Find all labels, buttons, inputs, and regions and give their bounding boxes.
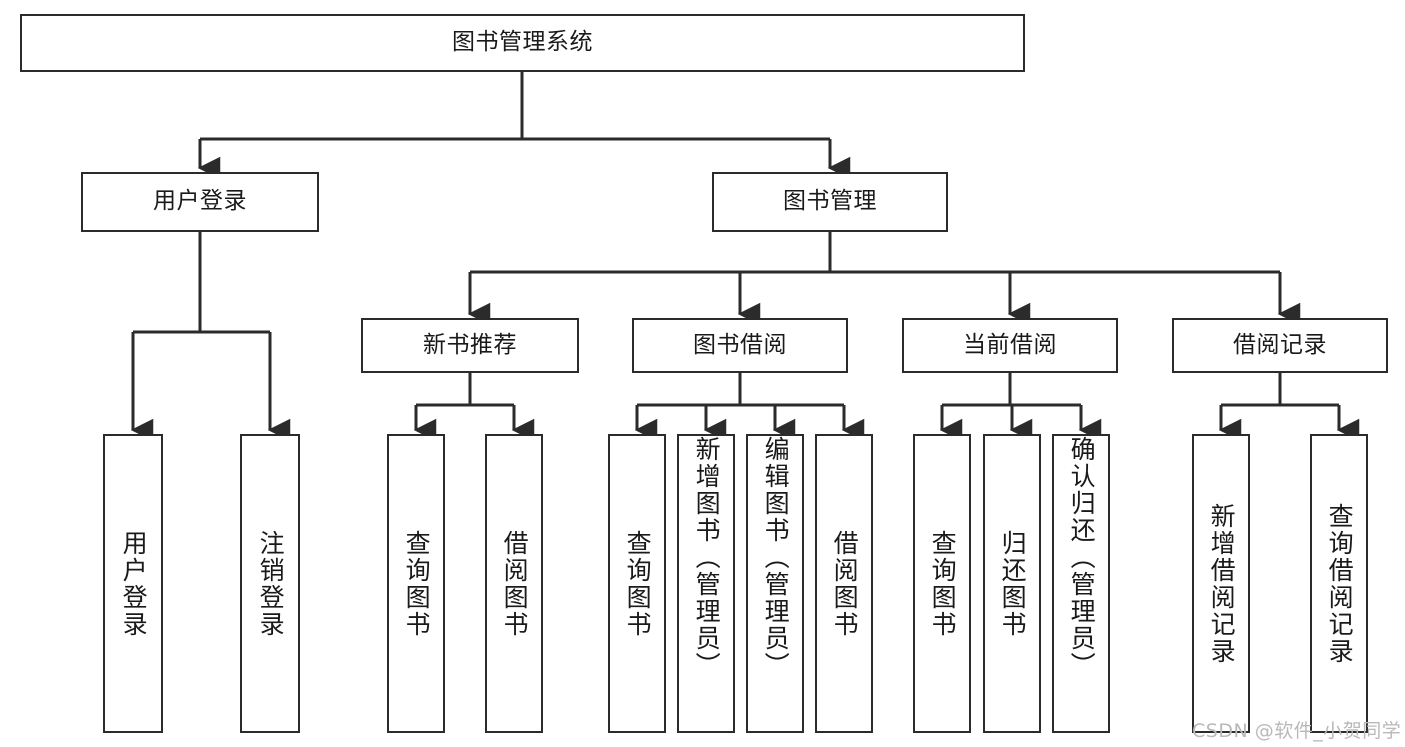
leaf-confirm-return[interactable]: 确认归还（管理员） xyxy=(1052,434,1110,733)
node-root-label: 图书管理系统 xyxy=(452,29,593,56)
node-current-borrow-label: 当前借阅 xyxy=(963,331,1057,358)
leaf-borrow-book-2-label: 借阅图书 xyxy=(830,529,860,638)
leaf-add-book-label: 新增图书（管理员） xyxy=(692,436,722,679)
leaf-add-book[interactable]: 新增图书（管理员） xyxy=(677,434,735,733)
node-root[interactable]: 图书管理系统 xyxy=(20,14,1025,72)
leaf-borrow-book-1-label: 借阅图书 xyxy=(500,529,530,638)
node-book-borrow-label: 图书借阅 xyxy=(693,331,787,358)
leaf-logout-label: 注销登录 xyxy=(256,529,286,638)
leaf-query-book-1[interactable]: 查询图书 xyxy=(387,434,445,733)
leaf-return-book-label: 归还图书 xyxy=(998,529,1028,638)
node-user-login[interactable]: 用户登录 xyxy=(81,172,319,232)
leaf-query-book-3[interactable]: 查询图书 xyxy=(913,434,971,733)
leaf-confirm-return-label: 确认归还（管理员） xyxy=(1067,436,1097,679)
node-current-borrow[interactable]: 当前借阅 xyxy=(902,318,1118,373)
leaf-edit-book[interactable]: 编辑图书（管理员） xyxy=(746,434,804,733)
node-user-login-label: 用户登录 xyxy=(153,188,247,215)
leaf-query-record-label: 查询借阅记录 xyxy=(1325,502,1355,665)
node-new-book-recommend[interactable]: 新书推荐 xyxy=(361,318,579,373)
node-book-manage[interactable]: 图书管理 xyxy=(712,172,948,232)
leaf-query-book-3-label: 查询图书 xyxy=(928,529,958,638)
leaf-borrow-book-1[interactable]: 借阅图书 xyxy=(485,434,543,733)
leaf-user-login[interactable]: 用户登录 xyxy=(103,434,163,733)
leaf-query-book-2[interactable]: 查询图书 xyxy=(608,434,666,733)
leaf-query-book-2-label: 查询图书 xyxy=(623,529,653,638)
leaf-add-record[interactable]: 新增借阅记录 xyxy=(1192,434,1250,733)
node-new-book-recommend-label: 新书推荐 xyxy=(423,331,517,358)
leaf-user-login-label: 用户登录 xyxy=(119,529,149,638)
csdn-watermark: CSDN @软件_小贺同学 xyxy=(1192,720,1402,742)
leaf-query-book-1-label: 查询图书 xyxy=(402,529,432,638)
node-borrow-record[interactable]: 借阅记录 xyxy=(1172,318,1388,373)
leaf-add-record-label: 新增借阅记录 xyxy=(1207,502,1237,665)
node-book-manage-label: 图书管理 xyxy=(783,188,877,215)
leaf-borrow-book-2[interactable]: 借阅图书 xyxy=(815,434,873,733)
leaf-logout[interactable]: 注销登录 xyxy=(240,434,300,733)
node-borrow-record-label: 借阅记录 xyxy=(1233,331,1327,358)
leaf-query-record[interactable]: 查询借阅记录 xyxy=(1310,434,1368,733)
node-book-borrow[interactable]: 图书借阅 xyxy=(632,318,848,373)
leaf-return-book[interactable]: 归还图书 xyxy=(983,434,1041,733)
leaf-edit-book-label: 编辑图书（管理员） xyxy=(761,436,791,679)
